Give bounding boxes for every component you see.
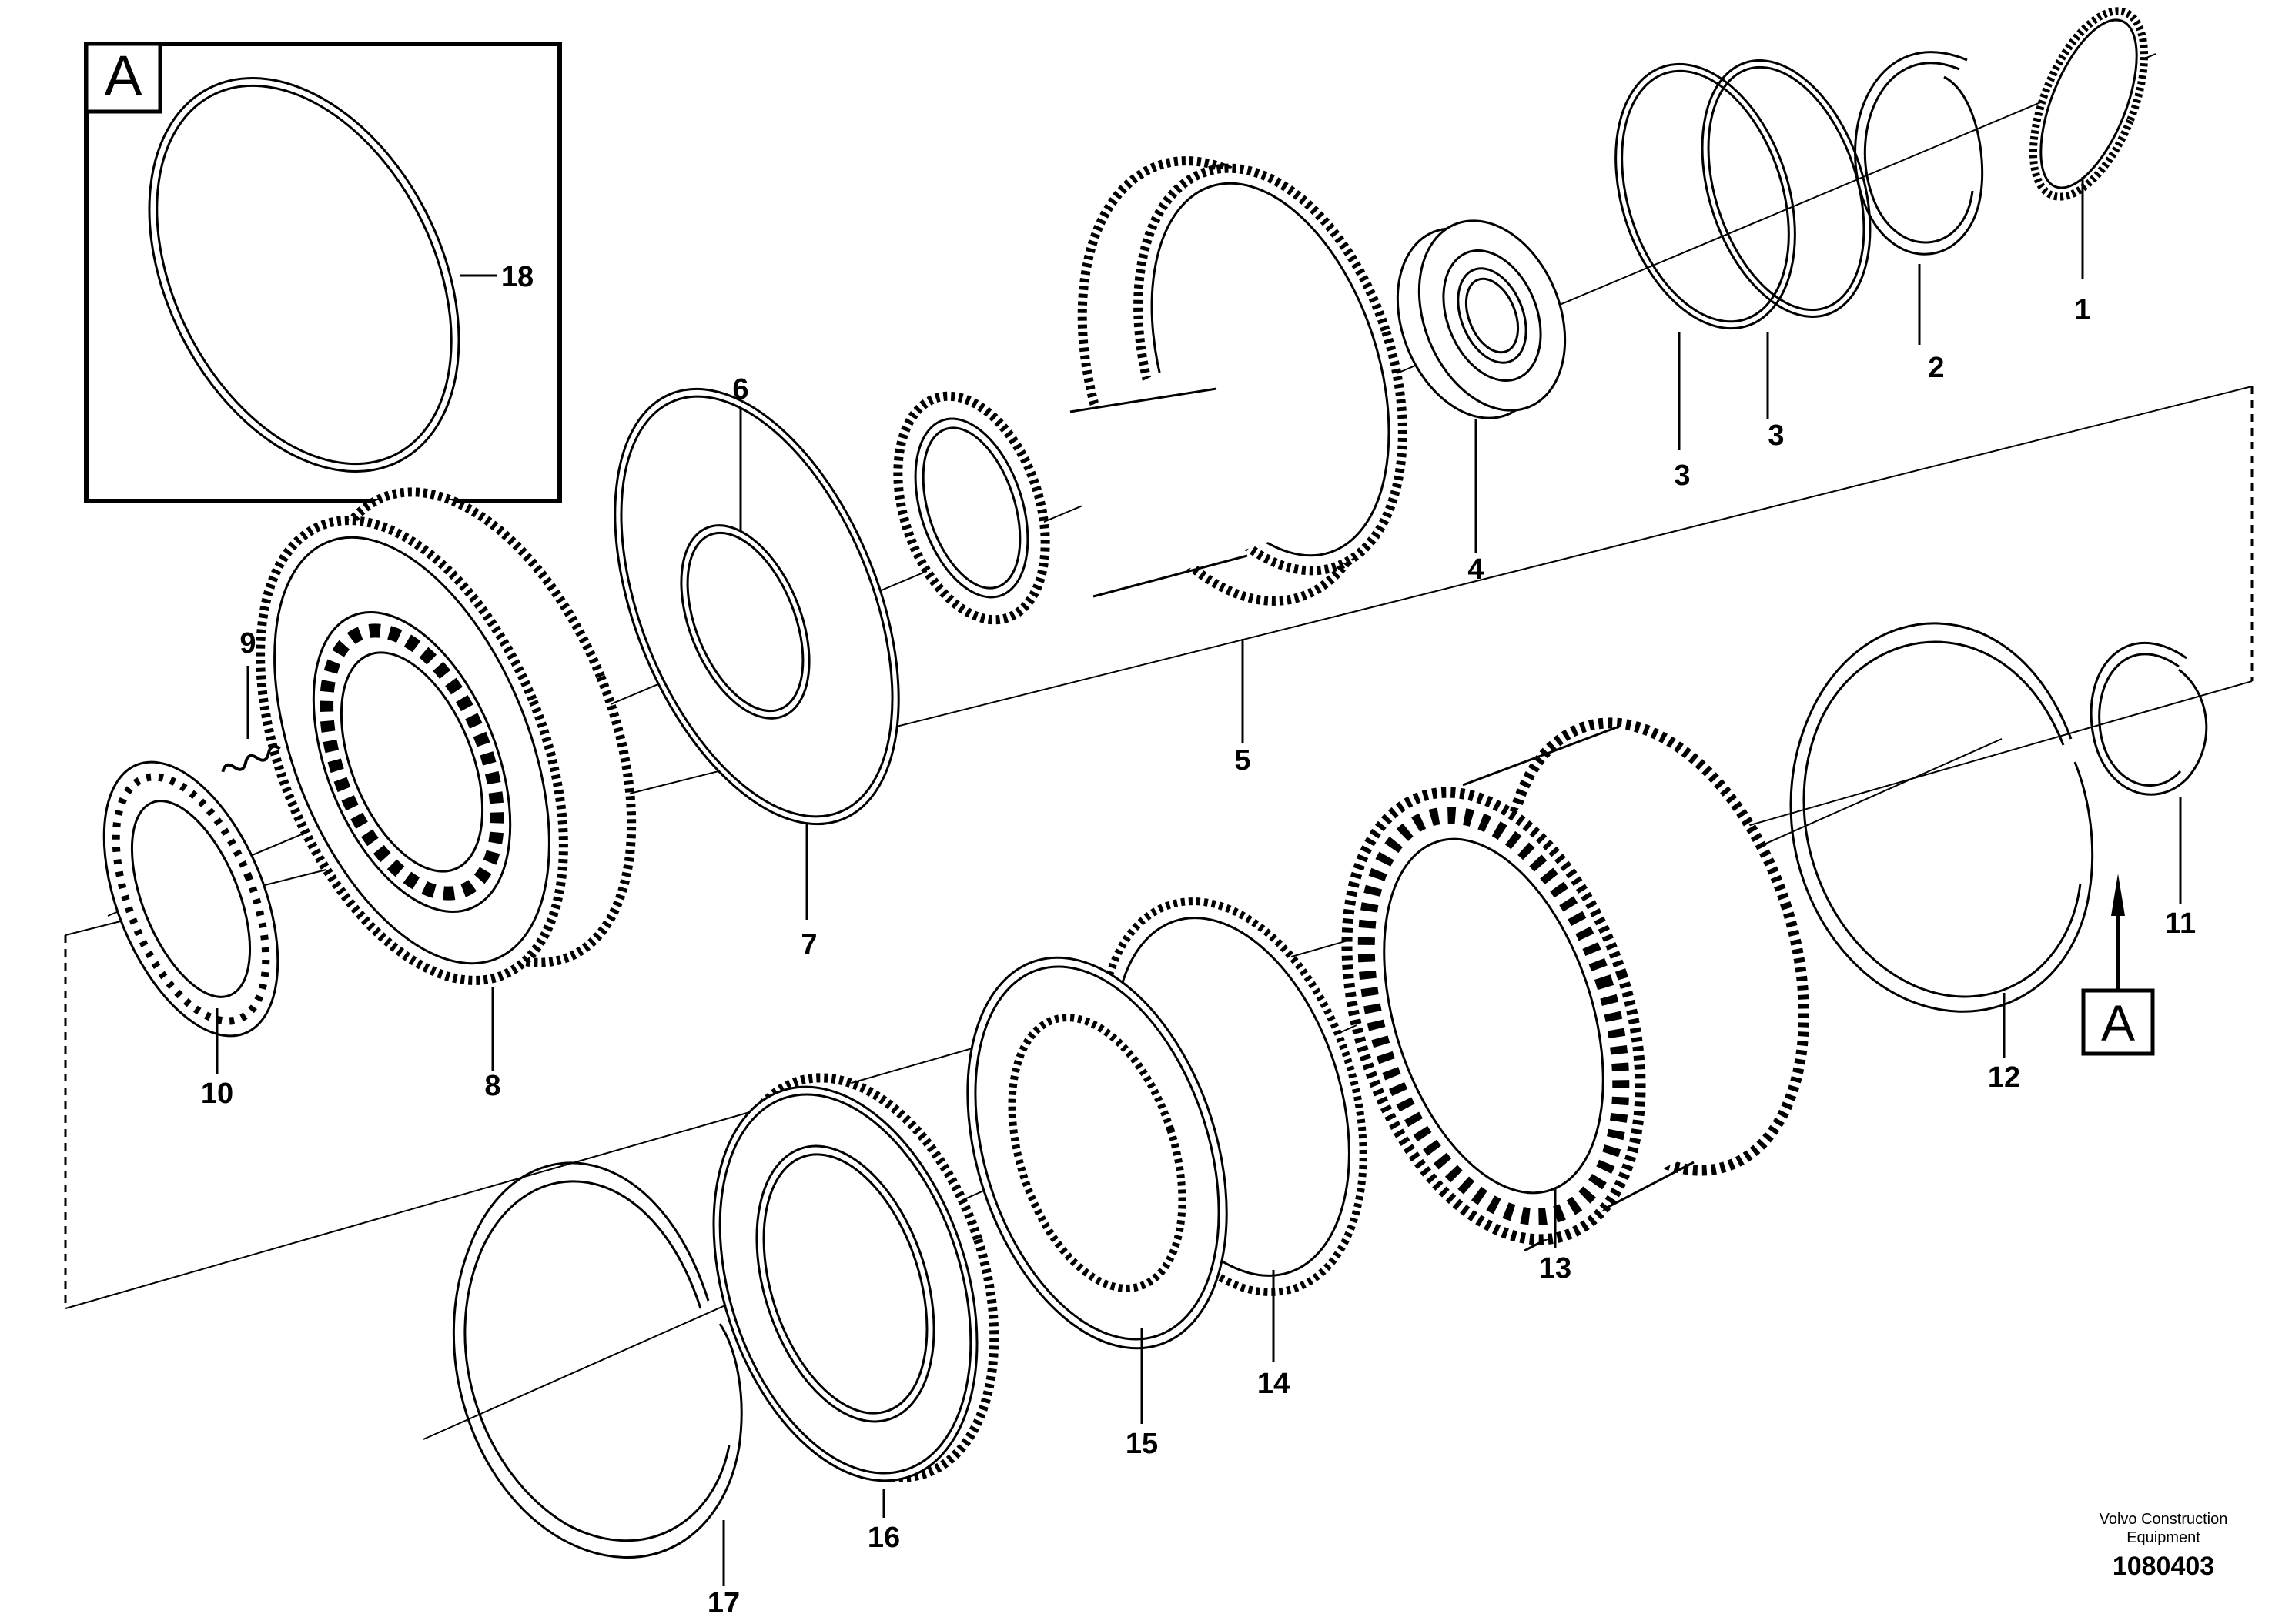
part-1-toothed-ring <box>2029 7 2149 201</box>
callout-8: 8 <box>484 1070 500 1102</box>
part-15-friction-disc <box>966 956 1228 1350</box>
callout-6: 6 <box>732 373 748 406</box>
part-2-snap-ring <box>1854 51 1984 256</box>
company-name-line1: Volvo Construction <box>2100 1511 2228 1528</box>
part-12-large-snap-ring <box>1789 622 2094 1013</box>
part-10-thrust-washer <box>102 760 279 1038</box>
callout-14: 14 <box>1257 1368 1290 1400</box>
part-5-gear-shaft <box>893 156 1407 625</box>
part-17-large-snap-ring <box>452 1161 743 1559</box>
view-a-marker-label: A <box>2101 994 2135 1051</box>
part-6-ring <box>680 524 811 720</box>
callout-18: 18 <box>501 261 534 293</box>
part-4-bearing <box>1396 219 1567 419</box>
part-9-spring <box>221 744 281 773</box>
callout-4: 4 <box>1467 553 1484 586</box>
part-11-snap-ring <box>2090 641 2208 796</box>
callout-7: 7 <box>801 929 817 961</box>
detail-view-a: A <box>84 42 562 503</box>
part-7-disc <box>614 387 900 826</box>
callout-16: 16 <box>868 1522 900 1554</box>
callout-9: 9 <box>239 627 256 660</box>
part-16-pressure-plate <box>712 1073 999 1482</box>
detail-view-a-label: A <box>104 44 142 108</box>
drawing-number: 1080403 <box>2113 1552 2214 1581</box>
callout-11: 11 <box>2165 907 2196 940</box>
part-3-seal-ring-inner <box>1701 59 1872 318</box>
callout-12: 12 <box>1988 1061 2020 1094</box>
part-8-piston-hub <box>256 487 637 985</box>
view-a-marker: A <box>2081 874 2155 1056</box>
callout-5: 5 <box>1234 744 1250 777</box>
callout-15: 15 <box>1126 1428 1158 1460</box>
part-3-seal-ring-outer <box>1614 62 1796 330</box>
callout-1: 1 <box>2074 294 2090 326</box>
callout-17: 17 <box>708 1587 740 1619</box>
part-13-clutch-drum <box>1341 717 1810 1252</box>
part-18-ring <box>148 77 460 473</box>
callout-2: 2 <box>1928 352 1944 384</box>
callout-3b: 3 <box>1768 419 1784 452</box>
company-name-line2: Equipment <box>2126 1529 2200 1546</box>
callout-3a: 3 <box>1674 459 1690 492</box>
callout-13: 13 <box>1539 1252 1571 1285</box>
callout-10: 10 <box>201 1078 233 1110</box>
